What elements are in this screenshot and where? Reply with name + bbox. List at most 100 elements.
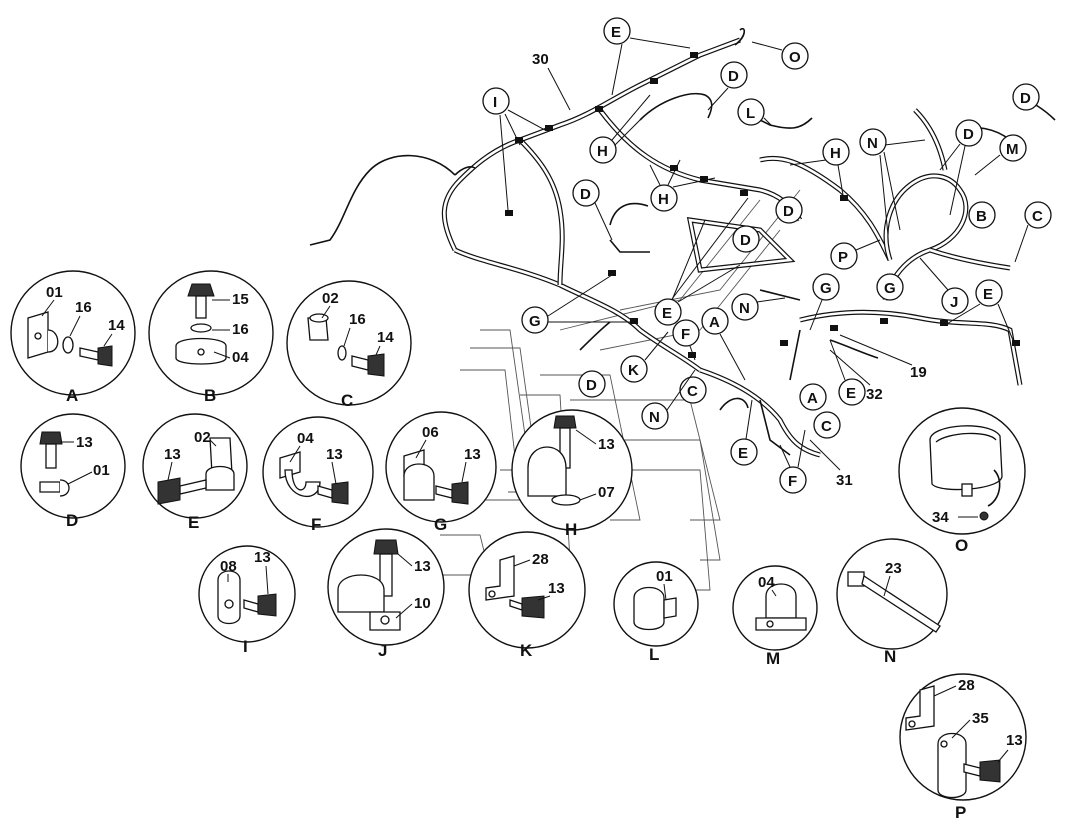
detail-p: 28 35 13 P: [899, 673, 1027, 822]
callout-j: J: [919, 257, 969, 315]
callout-d-5: D: [775, 196, 803, 224]
detail-b-part-04: 04: [232, 349, 249, 366]
detail-h-part-07: 07: [598, 484, 615, 501]
detail-p-part-28: 28: [958, 677, 975, 694]
svg-text:H: H: [830, 145, 841, 162]
detail-b: 15 16 04 B: [148, 270, 274, 405]
detail-f: 04 13 F: [262, 416, 374, 534]
detail-l-part-01: 01: [656, 568, 673, 585]
callout-n-2: N: [731, 293, 786, 321]
callout-a-1: A: [701, 307, 746, 381]
detail-a-part-16: 16: [75, 299, 92, 316]
detail-p-letter: P: [955, 803, 966, 822]
svg-text:L: L: [746, 105, 755, 122]
detail-i: 08 13 I: [198, 545, 296, 656]
detail-n-letter: N: [884, 647, 896, 666]
callout-d-7: D: [578, 370, 606, 398]
svg-text:I: I: [493, 94, 497, 111]
detail-j-letter: J: [378, 641, 387, 660]
callout-f-1: F: [672, 319, 700, 361]
detail-g-part-06: 06: [422, 424, 439, 441]
detail-j: 13 10 J: [327, 528, 445, 660]
detail-c: 02 16 14 C: [286, 280, 412, 410]
callout-e-low: E: [829, 339, 866, 406]
detail-b-letter: B: [204, 386, 216, 405]
svg-text:F: F: [788, 473, 797, 490]
detail-f-letter: F: [311, 515, 321, 534]
detail-a: 01 16 14 A: [10, 270, 136, 405]
detail-c-letter: C: [341, 391, 353, 410]
callout-b: B: [968, 201, 996, 229]
detail-k: 28 13 K: [468, 531, 586, 660]
svg-text:A: A: [807, 390, 818, 407]
svg-text:C: C: [821, 418, 832, 435]
detail-d: 13 01 D: [20, 413, 126, 530]
svg-text:E: E: [983, 286, 993, 303]
detail-k-letter: K: [520, 641, 533, 660]
detail-a-part-01: 01: [46, 284, 63, 301]
detail-o: 34 O: [898, 407, 1026, 555]
detail-c-part-02: 02: [322, 290, 339, 307]
detail-c-part-16: 16: [349, 311, 366, 328]
svg-text:D: D: [963, 126, 974, 143]
detail-h: 13 07 H: [511, 409, 633, 539]
detail-h-letter: H: [565, 520, 577, 539]
svg-text:G: G: [820, 280, 832, 297]
callout-h-1: H: [589, 94, 651, 164]
svg-text:N: N: [739, 300, 750, 317]
callout-l: L: [737, 98, 773, 127]
label-32: 32: [866, 386, 883, 403]
assembly-callouts: E O D I H L D H N D M D H D B C D P G G …: [482, 17, 1052, 494]
svg-text:H: H: [658, 191, 669, 208]
callout-d-3: D: [939, 119, 983, 216]
detail-f-part-13: 13: [326, 446, 343, 463]
detail-l-letter: L: [649, 645, 659, 664]
callout-n-3: N: [641, 369, 696, 430]
label-30: 30: [532, 51, 549, 68]
callout-o-top: O: [751, 41, 809, 70]
svg-text:M: M: [1006, 141, 1019, 158]
callout-c-2: C: [679, 376, 707, 404]
detail-a-part-14: 14: [108, 317, 125, 334]
detail-c-part-14: 14: [377, 329, 394, 346]
callout-f-2: F: [779, 429, 807, 494]
callout-h-2: H: [789, 138, 850, 196]
detail-e-part-13: 13: [164, 446, 181, 463]
clamp-marks: [505, 52, 1020, 358]
label-19: 19: [910, 364, 927, 381]
detail-d-letter: D: [66, 511, 78, 530]
detail-p-part-13: 13: [1006, 732, 1023, 749]
detail-g-letter: G: [434, 515, 447, 534]
svg-text:C: C: [1032, 208, 1043, 225]
detail-g: 06 13 G: [385, 411, 497, 534]
svg-text:A: A: [709, 314, 720, 331]
detail-m-part-04: 04: [758, 574, 775, 591]
detail-i-part-13: 13: [254, 549, 271, 566]
callout-e-mid: E: [654, 197, 749, 326]
detail-m-letter: M: [766, 649, 780, 668]
callout-i: I: [482, 87, 546, 211]
detail-m: 04 M: [732, 565, 818, 668]
label-31: 31: [836, 472, 853, 489]
callout-p: P: [830, 239, 881, 270]
detail-h-part-13: 13: [598, 436, 615, 453]
svg-text:E: E: [738, 445, 748, 462]
callout-g-1: G: [809, 273, 840, 331]
callout-d-1: D: [707, 61, 748, 111]
svg-text:O: O: [789, 49, 801, 66]
detail-j-part-10: 10: [414, 595, 431, 612]
svg-text:N: N: [649, 409, 660, 426]
svg-text:F: F: [681, 326, 690, 343]
callout-d-4: D: [572, 179, 613, 241]
callout-d-6: D: [732, 225, 760, 253]
detail-k-part-13: 13: [548, 580, 565, 597]
detail-f-part-04: 04: [297, 430, 314, 447]
callout-e-right: E: [944, 279, 1016, 346]
callout-c-1: C: [1014, 201, 1052, 263]
svg-text:B: B: [976, 208, 987, 225]
detail-n: 23 N: [836, 538, 948, 666]
detail-a-letter: A: [66, 386, 78, 405]
detail-g-part-13: 13: [464, 446, 481, 463]
detail-b-part-15: 15: [232, 291, 249, 308]
